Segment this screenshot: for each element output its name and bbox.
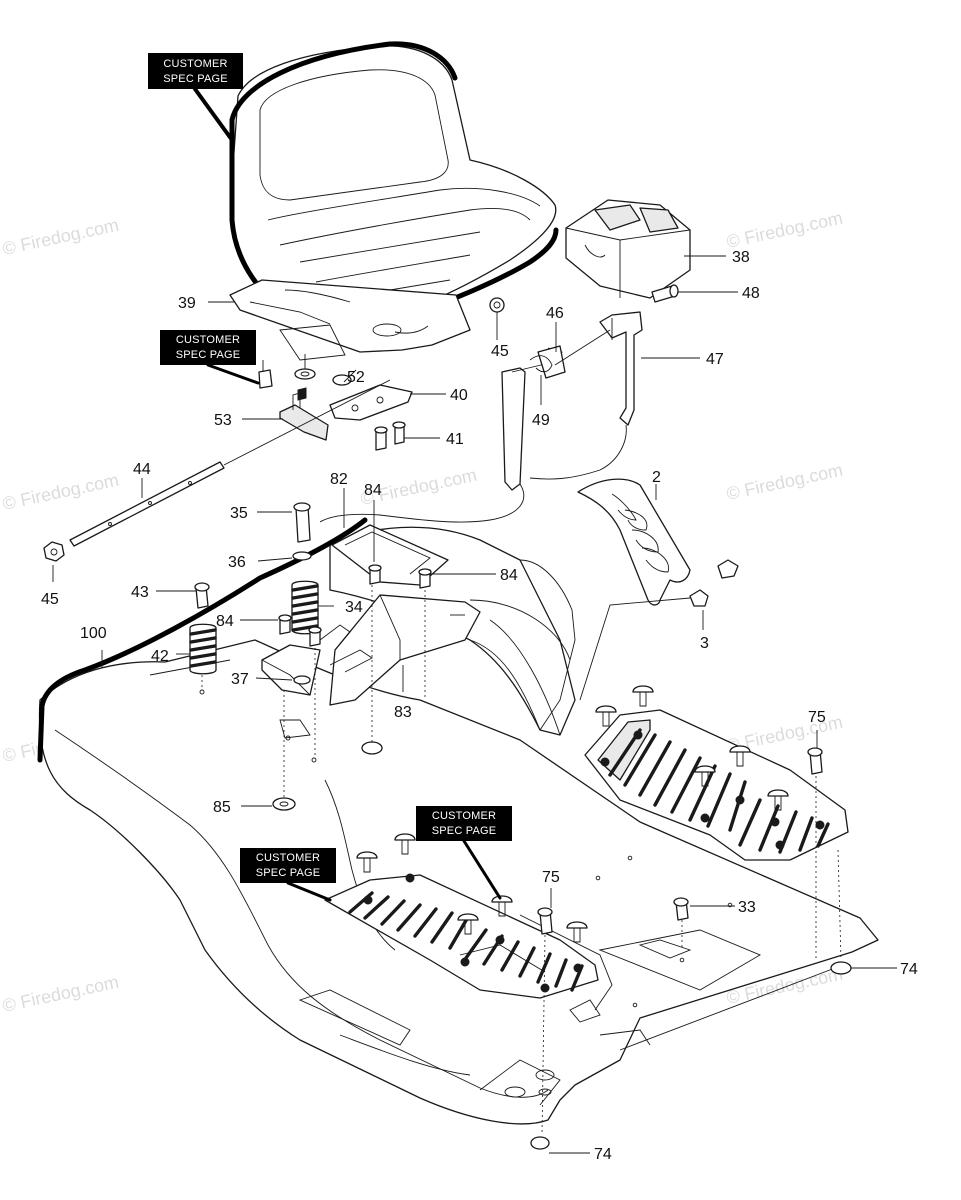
callout-74: 74: [594, 1146, 612, 1163]
customer-spec-tag: CUSTOMER SPEC PAGE: [148, 53, 243, 142]
outline-callout-100: [37, 517, 368, 763]
callout-34: 34: [345, 599, 363, 616]
leader-lines: [52, 255, 897, 1154]
callout-49: 49: [532, 412, 550, 429]
callout-52: 52: [347, 369, 365, 386]
watermark: © Firedog.com: [725, 460, 845, 504]
callout-46: 46: [546, 305, 564, 322]
callout-35: 35: [230, 505, 248, 522]
callout-74: 74: [900, 961, 918, 978]
callout-45: 45: [41, 591, 59, 608]
callout-3: 3: [700, 635, 709, 652]
seat: [229, 41, 559, 361]
callout-42: 42: [151, 648, 169, 665]
callout-41: 41: [446, 431, 464, 448]
callout-84: 84: [216, 613, 234, 630]
watermark: © Firedog.com: [1, 470, 121, 514]
callout-75: 75: [808, 709, 826, 726]
customer-spec-tag-line1: CUSTOMER: [432, 810, 496, 822]
fender-part-2: [469, 478, 691, 731]
customer-spec-tag: CUSTOMER SPEC PAGE: [240, 848, 336, 902]
callout-39: 39: [178, 295, 196, 312]
callout-84: 84: [500, 567, 518, 584]
watermark: © Firedog.com: [725, 208, 845, 252]
customer-spec-tag: CUSTOMER SPEC PAGE: [160, 330, 260, 385]
watermark: © Firedog.com: [1, 215, 121, 259]
callout-85: 85: [213, 799, 231, 816]
spring-mount-assembly: [189, 502, 481, 811]
callout-45: 45: [491, 343, 509, 360]
callout-40: 40: [450, 387, 468, 404]
callout-36: 36: [228, 554, 246, 571]
callout-53: 53: [214, 412, 232, 429]
callout-75: 75: [542, 869, 560, 886]
footrest-right: [584, 685, 852, 975]
callout-83: 83: [394, 704, 412, 721]
callout-labels: 2 3 33 34 35 36 37 38 39 40 41 42 43 44 …: [41, 249, 918, 1163]
callout-84: 84: [364, 482, 382, 499]
customer-spec-tag-line1: CUSTOMER: [163, 58, 227, 70]
callout-82: 82: [330, 471, 348, 488]
watermark: © Firedog.com: [1, 972, 121, 1016]
customer-spec-tag-line2: SPEC PAGE: [163, 73, 228, 85]
footrest-left: [324, 833, 689, 1150]
callout-38: 38: [732, 249, 750, 266]
fender-hardware: [579, 559, 739, 701]
callout-2: 2: [652, 469, 661, 486]
callout-33: 33: [738, 899, 756, 916]
callout-43: 43: [131, 584, 149, 601]
callout-44: 44: [133, 461, 151, 478]
customer-spec-tag-line2: SPEC PAGE: [256, 867, 321, 879]
customer-spec-tag: CUSTOMER SPEC PAGE: [416, 806, 512, 900]
callout-48: 48: [742, 285, 760, 302]
callout-47: 47: [706, 351, 724, 368]
customer-spec-tag-line1: CUSTOMER: [176, 334, 240, 346]
customer-spec-tag-line2: SPEC PAGE: [176, 349, 241, 361]
customer-spec-tag-line2: SPEC PAGE: [432, 825, 497, 837]
seat-hardware: [43, 297, 505, 562]
customer-spec-tag-line1: CUSTOMER: [256, 852, 320, 864]
seat-switch: [319, 199, 691, 523]
callout-37: 37: [231, 671, 249, 688]
callout-100: 100: [80, 625, 107, 642]
